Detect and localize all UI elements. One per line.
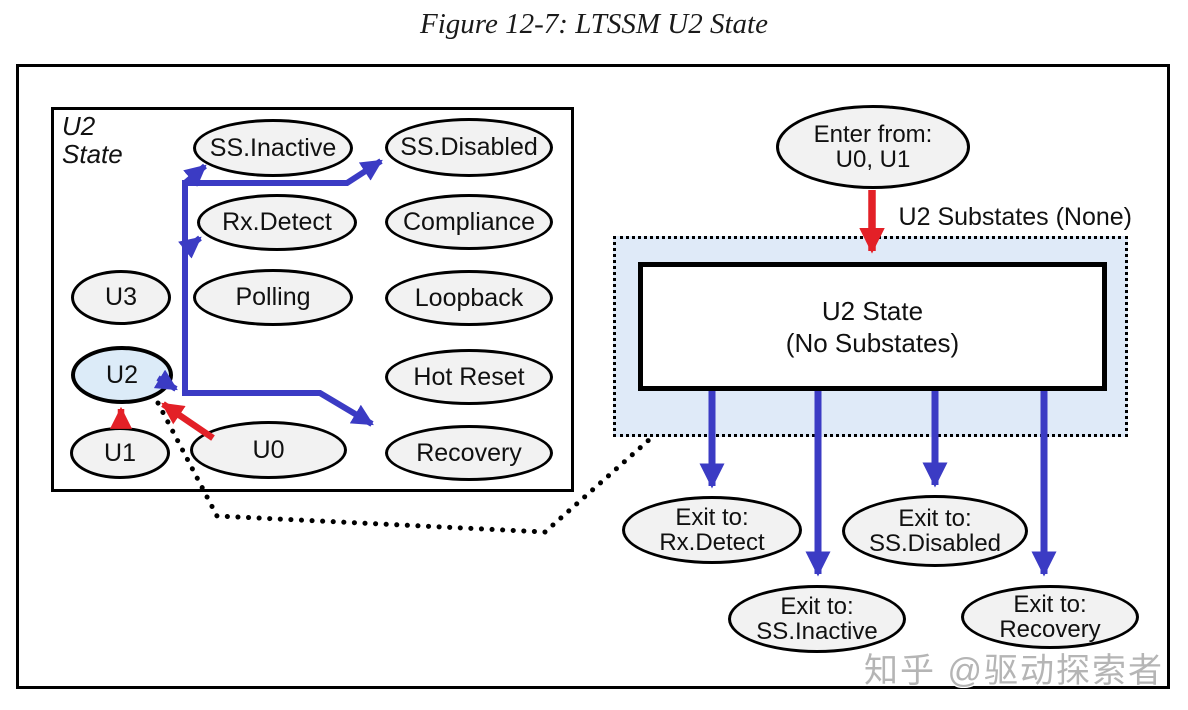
u2-state-box-line1: U2 State <box>821 295 924 326</box>
exit-line1: Exit to: <box>898 505 972 532</box>
state-label: Compliance <box>402 207 535 236</box>
state-ellipse-rx-detect: Rx.Detect <box>197 194 357 251</box>
state-label: Rx.Detect <box>222 208 332 236</box>
state-ellipse-ss-inactive: SS.Inactive <box>193 119 353 177</box>
exit-ellipse-ss-disabled: Exit to: SS.Disabled <box>842 495 1028 567</box>
exit-line1: Exit to: <box>780 593 854 620</box>
exit-line2: SS.Disabled <box>868 530 1002 557</box>
exit-line1: Exit to: <box>675 504 749 531</box>
exit-ellipse-rx-detect: Exit to: Rx.Detect <box>622 496 802 564</box>
state-label: U2 <box>106 360 138 389</box>
state-ellipse-compliance: Compliance <box>385 194 553 250</box>
state-ellipse-loopback: Loopback <box>385 270 553 326</box>
state-label: Loopback <box>414 283 524 312</box>
state-label: U3 <box>105 283 137 311</box>
state-label: U0 <box>252 435 285 464</box>
substates-caption: U2 Substates (None) <box>898 203 1132 231</box>
exit-line2: Rx.Detect <box>659 529 765 556</box>
state-ellipse-u0: U0 <box>190 421 347 479</box>
u2-state-box: U2 State (No Substates) <box>638 262 1107 391</box>
state-ellipse-u3: U3 <box>71 270 171 325</box>
state-ellipse-polling: Polling <box>193 269 353 326</box>
state-label: Polling <box>235 283 311 311</box>
state-ellipse-recovery: Recovery <box>385 425 553 481</box>
exit-line1: Exit to: <box>1013 591 1087 618</box>
enter-from-line2: U0, U1 <box>835 146 911 173</box>
exit-ellipse-ss-inactive: Exit to: SS.Inactive <box>728 585 906 653</box>
u2-state-box-line2: (No Substates) <box>785 327 960 358</box>
figure-title: Figure 12-7: LTSSM U2 State <box>420 8 768 40</box>
exit-ellipse-recovery: Exit to: Recovery <box>961 585 1139 649</box>
state-ellipse-u2-highlighted: U2 <box>71 346 173 404</box>
enter-from-line1: Enter from: <box>813 121 933 148</box>
state-label: Hot Reset <box>413 362 525 391</box>
exit-line2: Recovery <box>999 616 1101 643</box>
enter-from-ellipse: Enter from: U0, U1 <box>776 105 970 189</box>
state-ellipse-u1: U1 <box>70 427 170 479</box>
state-label: Recovery <box>416 438 522 467</box>
watermark-text: 知乎 @驱动探索者 <box>864 652 1164 690</box>
ltssm-panel-label: U2 State <box>62 111 123 170</box>
state-ellipse-hot-reset: Hot Reset <box>385 349 553 405</box>
state-label: SS.Disabled <box>400 133 538 161</box>
state-label: U1 <box>104 438 136 467</box>
exit-line2: SS.Inactive <box>756 618 878 645</box>
state-label: SS.Inactive <box>209 133 337 162</box>
state-ellipse-ss-disabled: SS.Disabled <box>385 118 553 177</box>
